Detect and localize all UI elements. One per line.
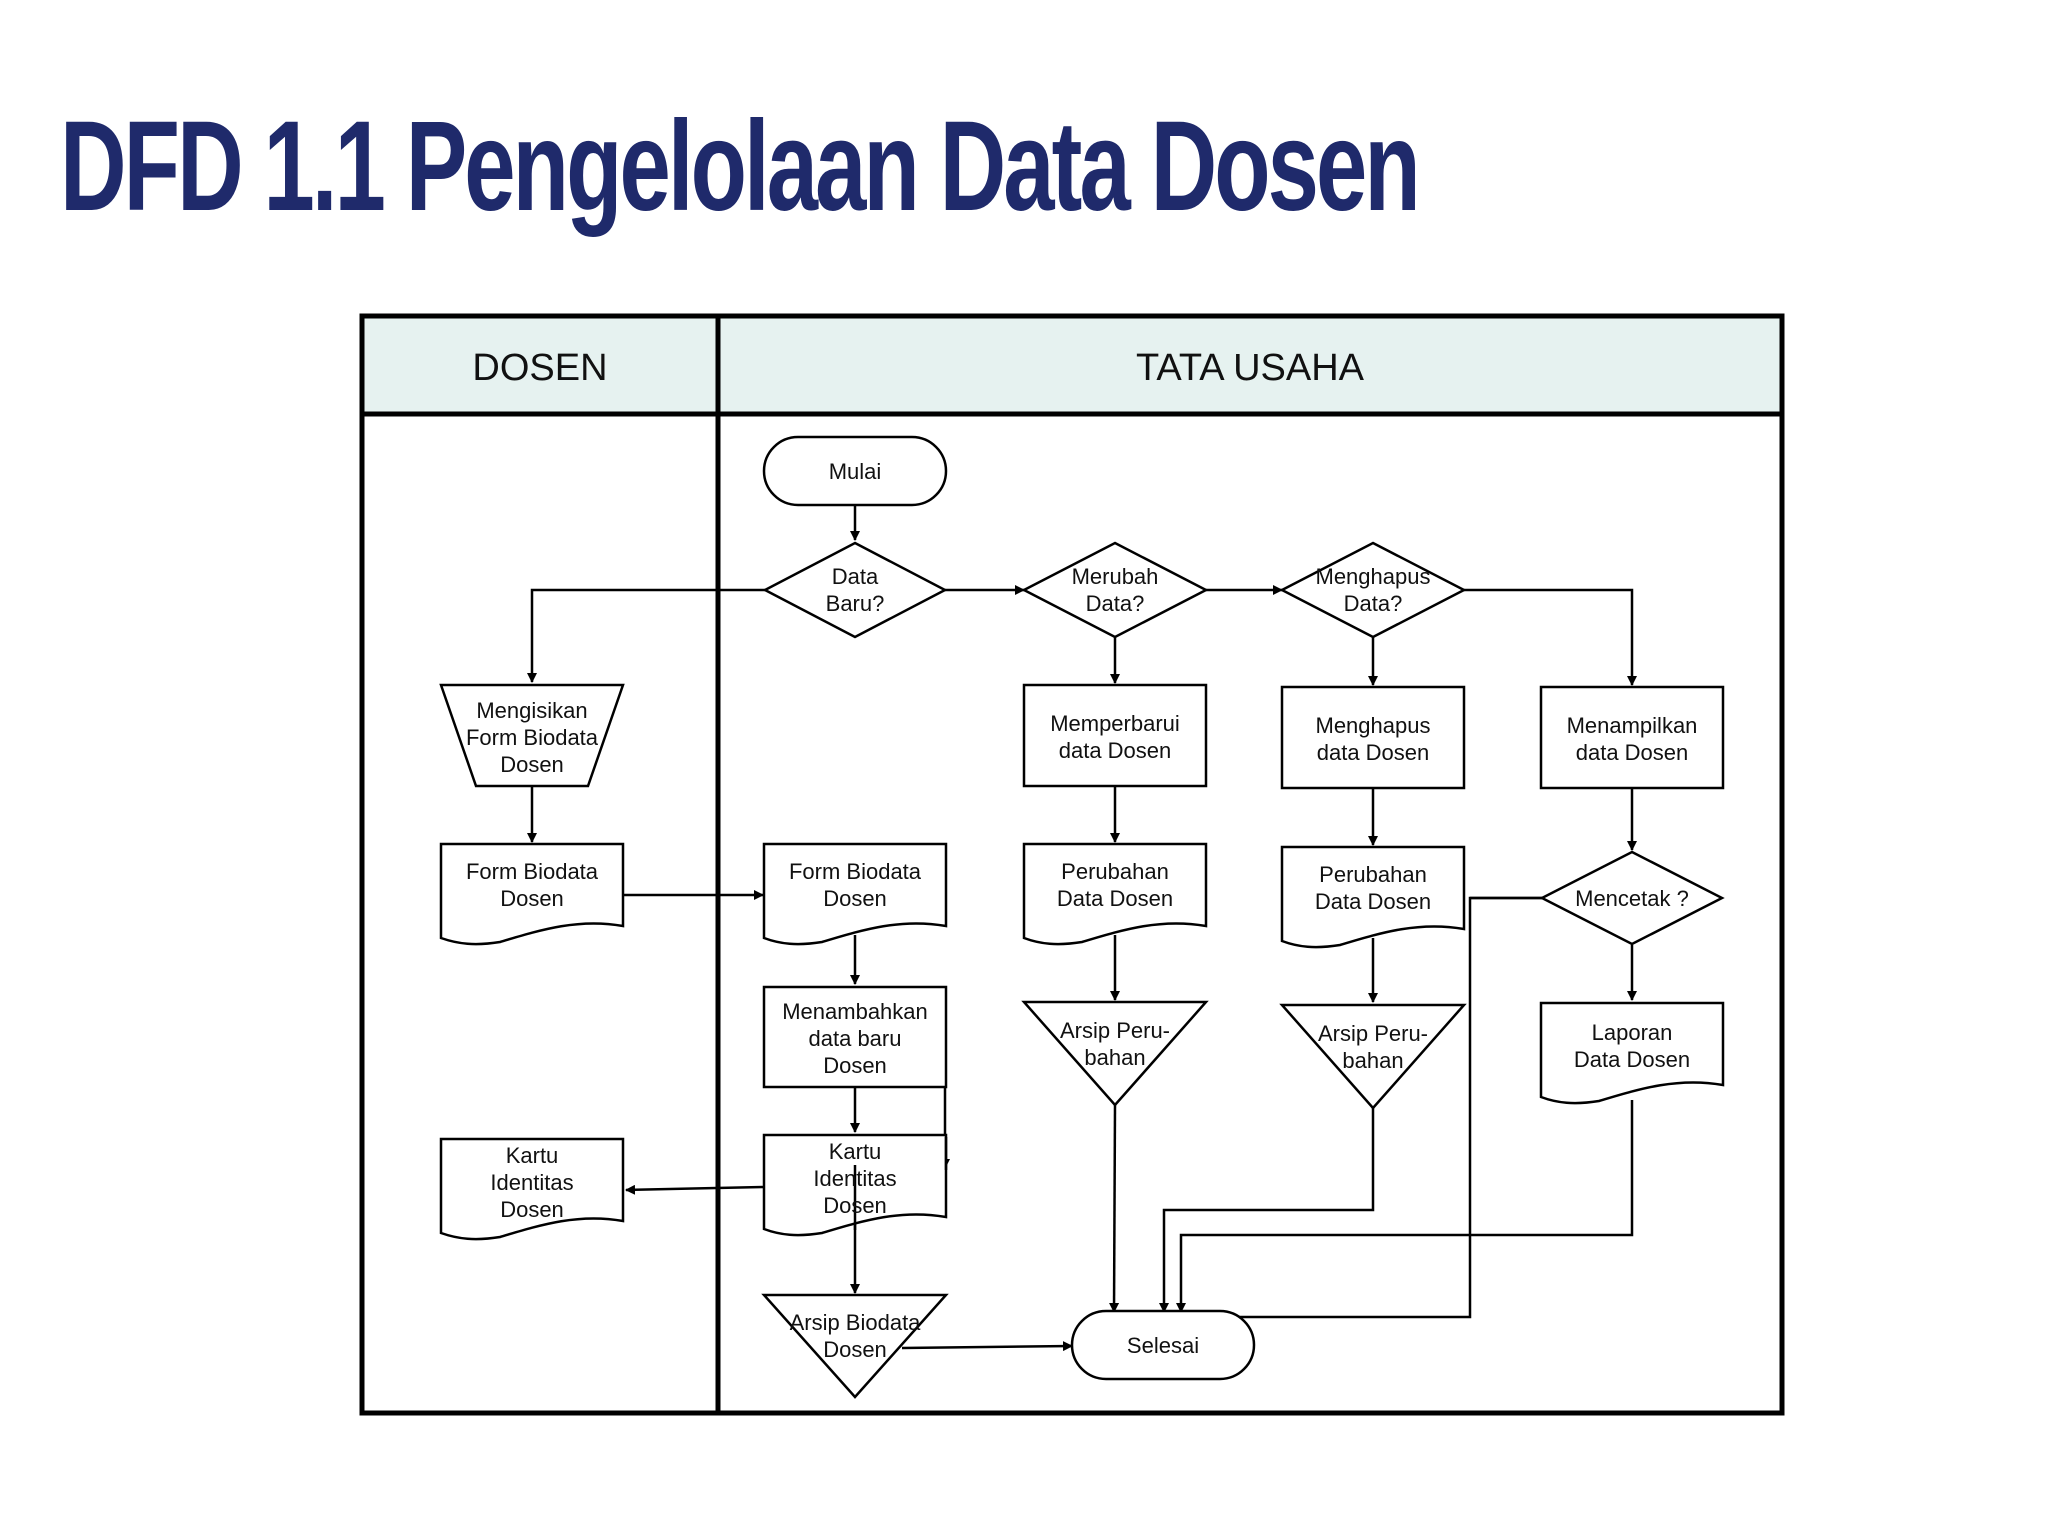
lane-dosen-label: DOSEN	[472, 347, 607, 389]
label-menambahkan-1: Menambahkan	[782, 999, 928, 1024]
label-menghapus-q-1: Menghapus	[1316, 564, 1431, 589]
label-mencetak: Mencetak ?	[1575, 886, 1689, 911]
label-memperbarui-1: Memperbarui	[1050, 711, 1180, 736]
label-kartu-tu-3: Dosen	[823, 1193, 887, 1218]
connector-overlays	[853, 896, 1542, 1230]
document-perubahan-1	[1022, 842, 1208, 946]
process-menambahkan	[762, 985, 948, 1089]
label-kartu-dosen-2: Identitas	[490, 1170, 573, 1195]
label-arsip-biodata-1: Arsip Biodata	[790, 1310, 922, 1335]
label-form-dosen-2: Dosen	[500, 886, 564, 911]
arrow-mencetak-selesai	[1219, 896, 1542, 1322]
label-menampilkan-2: data Dosen	[1576, 740, 1689, 765]
label-perubahan2-2: Data Dosen	[1315, 889, 1431, 914]
label-menghapus-2: data Dosen	[1317, 740, 1430, 765]
swimlane-frame: DOSEN TATA USAHA	[359, 313, 1785, 1416]
lane-tata-usaha-label: TATA USAHA	[1136, 347, 1365, 389]
lane-border	[359, 313, 1785, 1416]
process-menghapus	[1280, 685, 1466, 790]
label-menghapus-1: Menghapus	[1316, 713, 1431, 738]
label-data-baru-2: Baru?	[826, 591, 885, 616]
shapes	[439, 435, 1725, 1399]
arrow-arsip1-selesai	[1109, 1104, 1120, 1313]
label-mengisikan-3: Dosen	[500, 752, 564, 777]
end-terminator	[1070, 1309, 1256, 1381]
decision-merubah	[1021, 541, 1209, 639]
arrow-kartu-tu-kartu-dosen	[625, 1184, 766, 1195]
label-kartu-dosen-3: Dosen	[500, 1197, 564, 1222]
page-title: DFD 1.1 Pengelolaan Data Dosen	[60, 95, 1421, 238]
label-arsip2-1: Arsip Peru-	[1318, 1021, 1428, 1046]
label-mengisikan-1: Mengisikan	[476, 698, 587, 723]
label-data-baru-1: Data	[832, 564, 879, 589]
document-kartu-dosen	[439, 1137, 625, 1241]
label-kartu-tu-2: Identitas	[813, 1166, 896, 1191]
process-menampilkan	[1539, 685, 1725, 790]
label-arsip2-2: bahan	[1342, 1048, 1403, 1073]
lane-header-band	[362, 316, 1782, 414]
arrow-arsip2-selesai	[1159, 1108, 1375, 1313]
label-arsip-biodata-2: Dosen	[823, 1337, 887, 1362]
label-laporan-1: Laporan	[1592, 1020, 1673, 1045]
label-merubah-2: Data?	[1086, 591, 1145, 616]
label-menampilkan-1: Menampilkan	[1567, 713, 1698, 738]
label-mengisikan-2: Form Biodata	[466, 725, 599, 750]
decision-data-baru	[762, 541, 948, 639]
arrow-laporan-selesai	[1176, 1100, 1634, 1313]
label-form-dosen-1: Form Biodata	[466, 859, 599, 884]
archive-perubahan-1	[1021, 1000, 1209, 1107]
document-perubahan-2	[1280, 845, 1466, 949]
label-kartu-tu-1: Kartu	[829, 1139, 882, 1164]
arrow-databaru-mengisikan	[527, 588, 765, 683]
label-form-tu-1: Form Biodata	[789, 859, 922, 884]
label-arsip1-2: bahan	[1084, 1045, 1145, 1070]
label-perubahan2-1: Perubahan	[1319, 862, 1427, 887]
document-form-dosen	[439, 842, 625, 946]
label-mulai: Mulai	[829, 459, 882, 484]
document-form-tu	[762, 842, 948, 946]
decision-mencetak	[1539, 850, 1725, 946]
label-perubahan1-1: Perubahan	[1061, 859, 1169, 884]
label-merubah-1: Merubah	[1072, 564, 1159, 589]
archive-perubahan-2	[1279, 1003, 1467, 1110]
label-kartu-dosen-1: Kartu	[506, 1143, 559, 1168]
label-menghapus-q-2: Data?	[1344, 591, 1403, 616]
start-terminator	[762, 435, 948, 507]
arrow-arsip-biodata-selesai	[901, 1341, 1073, 1352]
document-laporan	[1539, 1001, 1725, 1105]
label-menambahkan-2: data baru	[809, 1026, 902, 1051]
archive-biodata	[761, 1293, 949, 1399]
manual-input-mengisikan	[439, 683, 625, 788]
label-arsip1-1: Arsip Peru-	[1060, 1018, 1170, 1043]
decision-menghapus	[1279, 541, 1467, 639]
label-selesai: Selesai	[1127, 1333, 1199, 1358]
process-memperbarui	[1022, 683, 1208, 788]
label-memperbarui-2: data Dosen	[1059, 738, 1172, 763]
arrow-menghapus-menampilkan	[1464, 588, 1637, 686]
label-laporan-2: Data Dosen	[1574, 1047, 1690, 1072]
label-menambahkan-3: Dosen	[823, 1053, 887, 1078]
labels: Mulai Data Baru? Merubah Data? Menghapus…	[466, 459, 1697, 1362]
label-perubahan1-2: Data Dosen	[1057, 886, 1173, 911]
label-form-tu-2: Dosen	[823, 886, 887, 911]
